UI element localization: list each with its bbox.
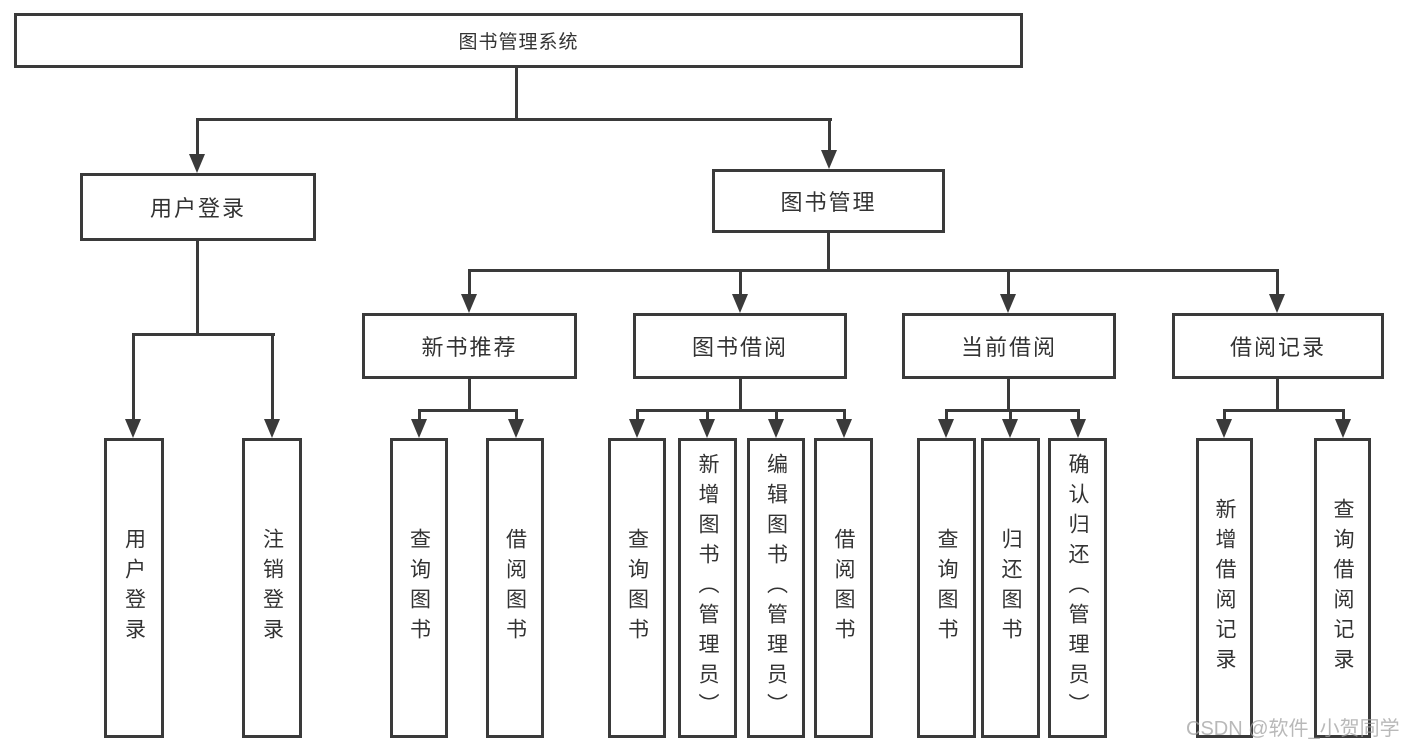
leaf-label: 查询图书: [625, 528, 649, 648]
connector-line: [196, 118, 832, 121]
arrow-down-icon: [732, 294, 748, 313]
leaf-add-book-admin: 新增图书（管理员）: [678, 438, 737, 738]
leaf-label: 借阅图书: [832, 528, 855, 648]
arrow-down-icon: [1002, 419, 1018, 438]
connector-line: [636, 409, 639, 422]
node-label: 新书推荐: [421, 335, 518, 360]
connector-line: [1276, 377, 1279, 412]
leaf-query-books-recommend: 查询图书: [390, 438, 448, 738]
connector-line: [515, 409, 518, 422]
csdn-watermark: CSDN @软件_小贺同学: [1186, 718, 1400, 740]
leaf-label: 查询图书: [407, 528, 431, 648]
leaf-edit-book-admin: 编辑图书（管理员）: [747, 438, 805, 738]
connector-line: [196, 239, 199, 336]
connector-line: [739, 377, 742, 412]
connector-line: [418, 409, 421, 422]
connector-line: [843, 409, 846, 422]
node-borrow-records: 借阅记录: [1172, 313, 1384, 379]
arrow-down-icon: [264, 419, 280, 438]
connector-line: [775, 409, 778, 422]
connector-line: [945, 409, 1080, 412]
leaf-add-borrow-record: 新增借阅记录: [1196, 438, 1253, 738]
leaf-label: 查询图书: [935, 528, 958, 648]
connector-line: [1223, 409, 1345, 412]
connector-line: [1007, 377, 1010, 412]
node-label: 用户登录: [149, 196, 246, 221]
connector-line: [468, 269, 471, 296]
leaf-label: 用户登录: [122, 528, 146, 648]
arrow-down-icon: [411, 419, 427, 438]
connector-line: [827, 231, 830, 272]
arrow-down-icon: [821, 150, 837, 169]
arrow-down-icon: [938, 419, 954, 438]
leaf-label: 确认归还（管理员）: [1066, 453, 1089, 723]
connector-line: [1342, 409, 1345, 422]
arrow-down-icon: [1335, 419, 1351, 438]
connector-line: [1007, 269, 1010, 296]
node-label: 图书管理系统: [458, 32, 579, 53]
node-current-borrow: 当前借阅: [902, 313, 1116, 379]
leaf-label: 查询借阅记录: [1331, 498, 1354, 678]
connector-line: [515, 66, 518, 121]
arrow-down-icon: [125, 419, 141, 438]
connector-line: [1009, 409, 1012, 422]
node-book-management: 图书管理: [712, 169, 945, 233]
arrow-down-icon: [768, 419, 784, 438]
connector-line: [271, 333, 274, 421]
leaf-user-login: 用户登录: [104, 438, 164, 738]
arrow-down-icon: [461, 294, 477, 313]
node-new-book-recommend: 新书推荐: [362, 313, 577, 379]
arrow-down-icon: [508, 419, 524, 438]
node-label: 图书管理: [780, 190, 877, 215]
arrow-down-icon: [1070, 419, 1086, 438]
leaf-query-borrow-record: 查询借阅记录: [1314, 438, 1371, 738]
leaf-label: 编辑图书（管理员）: [764, 453, 788, 723]
leaf-logout: 注销登录: [242, 438, 302, 738]
node-label: 图书借阅: [691, 335, 788, 360]
connector-line: [132, 333, 135, 421]
connector-line: [1276, 269, 1279, 296]
leaf-label: 新增借阅记录: [1213, 498, 1236, 678]
connector-line: [132, 333, 275, 336]
connector-line: [196, 118, 199, 156]
leaf-query-books-current: 查询图书: [917, 438, 976, 738]
leaf-label: 归还图书: [999, 528, 1022, 648]
connector-line: [945, 409, 948, 422]
arrow-down-icon: [1216, 419, 1232, 438]
node-user-login: 用户登录: [80, 173, 316, 241]
arrow-down-icon: [189, 154, 205, 173]
leaf-confirm-return-admin: 确认归还（管理员）: [1048, 438, 1107, 738]
node-label: 借阅记录: [1229, 335, 1326, 360]
connector-line: [828, 118, 831, 152]
leaf-return-book: 归还图书: [981, 438, 1040, 738]
leaf-label: 借阅图书: [503, 528, 527, 648]
connector-line: [418, 409, 518, 412]
arrow-down-icon: [629, 419, 645, 438]
connector-line: [739, 269, 742, 296]
leaf-label: 注销登录: [260, 528, 284, 648]
connector-line: [468, 377, 471, 412]
node-label: 当前借阅: [960, 335, 1057, 360]
arrow-down-icon: [1269, 294, 1285, 313]
node-book-borrow: 图书借阅: [633, 313, 847, 379]
leaf-label: 新增图书（管理员）: [696, 453, 719, 723]
arrow-down-icon: [1000, 294, 1016, 313]
connector-line: [636, 409, 846, 412]
arrow-down-icon: [836, 419, 852, 438]
leaf-borrow-books-recommend: 借阅图书: [486, 438, 544, 738]
connector-line: [706, 409, 709, 422]
connector-line: [1077, 409, 1080, 422]
leaf-query-books-borrow: 查询图书: [608, 438, 666, 738]
arrow-down-icon: [699, 419, 715, 438]
leaf-borrow-books-borrow: 借阅图书: [814, 438, 873, 738]
connector-line: [468, 269, 1279, 272]
connector-line: [1223, 409, 1226, 422]
node-library-system: 图书管理系统: [14, 13, 1023, 68]
